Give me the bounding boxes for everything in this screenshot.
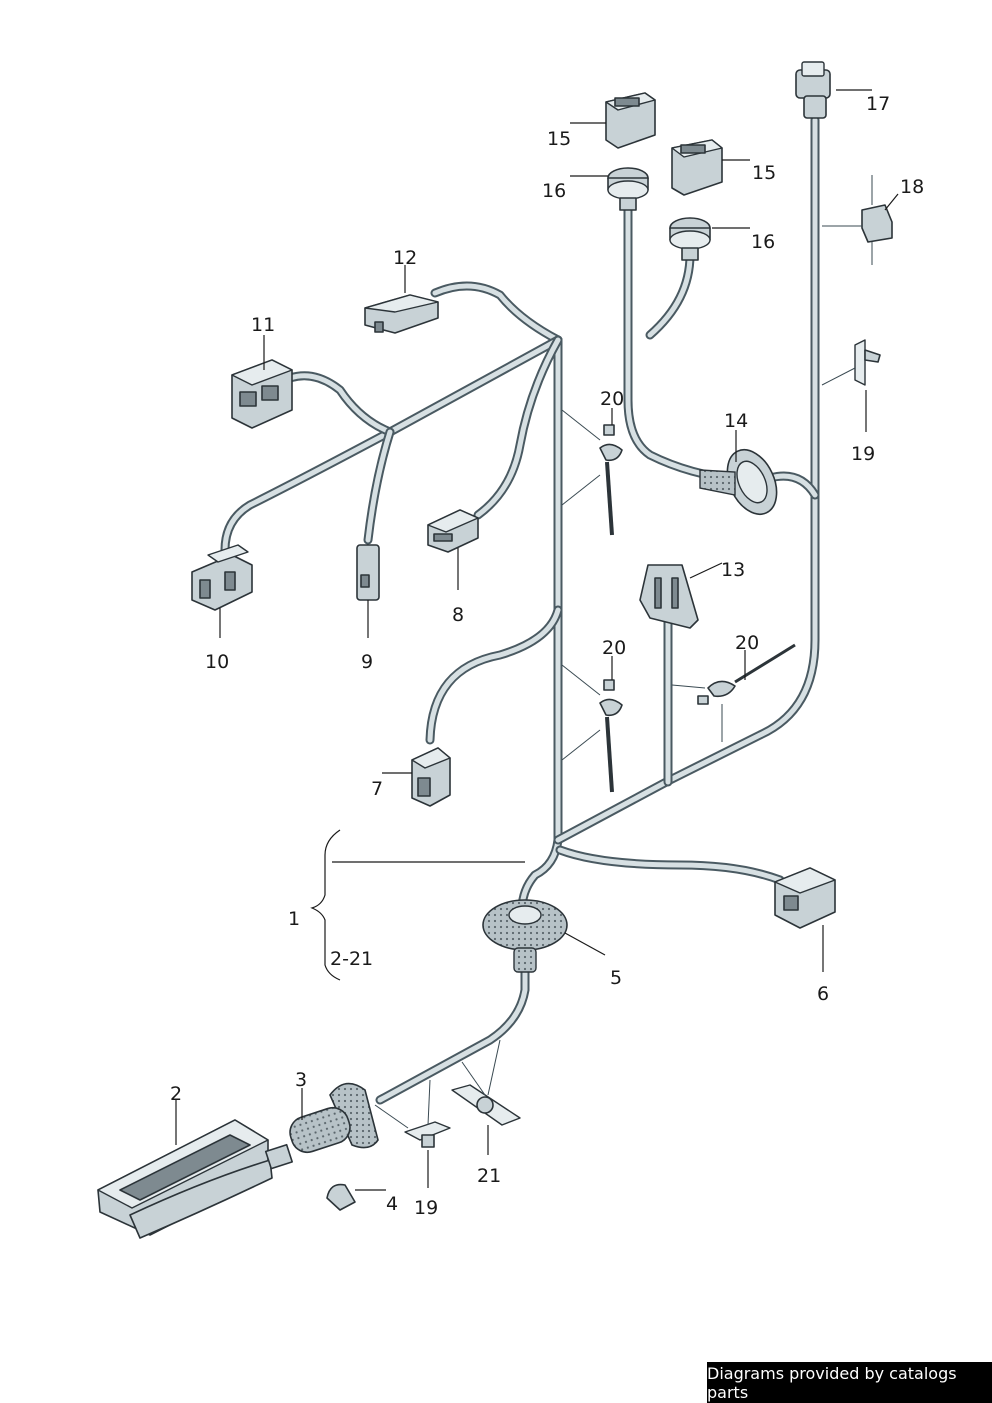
- callout-2-21: 2-21: [330, 948, 373, 970]
- callout-17: 17: [866, 93, 890, 115]
- clip-19-lower: [404, 1121, 451, 1148]
- connector-12: [364, 294, 439, 334]
- connector-7: [411, 747, 451, 807]
- callout-3: 3: [295, 1069, 307, 1091]
- callout-7: 7: [371, 778, 383, 800]
- callout-12: 12: [393, 247, 417, 269]
- callout-labels: 1 2-21 2 3 4 5 6 7 8 9 10 11 12 13 14 15…: [170, 93, 924, 1219]
- callout-2: 2: [170, 1083, 182, 1105]
- connector-17: [795, 61, 831, 119]
- connector-9: [356, 544, 380, 601]
- connector-8: [427, 509, 479, 553]
- callout-16-right: 16: [751, 231, 775, 253]
- clip-4: [326, 1183, 356, 1211]
- cable-tie-20-middle: [599, 679, 623, 793]
- grommet-3: [289, 1082, 379, 1154]
- callout-14: 14: [724, 410, 748, 432]
- callout-5: 5: [610, 967, 622, 989]
- callout-15-right: 15: [752, 162, 776, 184]
- callout-21: 21: [477, 1165, 501, 1187]
- leader-lines: [175, 89, 899, 1191]
- callout-19-upper: 19: [851, 443, 875, 465]
- callout-8: 8: [452, 604, 464, 626]
- grommet-14: [699, 449, 778, 515]
- seal-16-left: [607, 167, 649, 211]
- callout-11: 11: [251, 314, 275, 336]
- guide-lines: [374, 225, 862, 1129]
- attribution-footer: Diagrams provided by catalogs parts: [707, 1362, 992, 1403]
- grommet-5: [482, 899, 568, 973]
- connector-15-left: [605, 92, 656, 149]
- callout-19-lower: 19: [414, 1197, 438, 1219]
- clip-18: [861, 175, 893, 265]
- seal-16-right: [669, 217, 711, 261]
- callout-18: 18: [900, 176, 924, 198]
- connector-13: [639, 564, 699, 629]
- connector-6: [774, 867, 836, 929]
- connector-11: [231, 359, 293, 429]
- callout-15-left: 15: [547, 128, 571, 150]
- attribution-text: Diagrams provided by catalogs parts: [707, 1363, 957, 1402]
- harness-wires: [220, 115, 820, 1105]
- bracket-21: [451, 1084, 521, 1126]
- callout-1: 1: [288, 908, 300, 930]
- callout-20-upper: 20: [600, 388, 624, 410]
- callout-13: 13: [721, 559, 745, 581]
- callout-4: 4: [386, 1193, 398, 1215]
- callout-20-middle: 20: [602, 637, 626, 659]
- connector-15-right: [671, 139, 723, 196]
- connector-10: [191, 544, 253, 611]
- callout-10: 10: [205, 651, 229, 673]
- callout-9: 9: [361, 651, 373, 673]
- fuel-pump-2: [97, 1119, 293, 1239]
- cable-tie-20-upper: [599, 424, 623, 536]
- callout-20-right: 20: [735, 632, 759, 654]
- clip-19-upper: [854, 339, 881, 386]
- callout-16-left: 16: [542, 180, 566, 202]
- callout-6: 6: [817, 983, 829, 1005]
